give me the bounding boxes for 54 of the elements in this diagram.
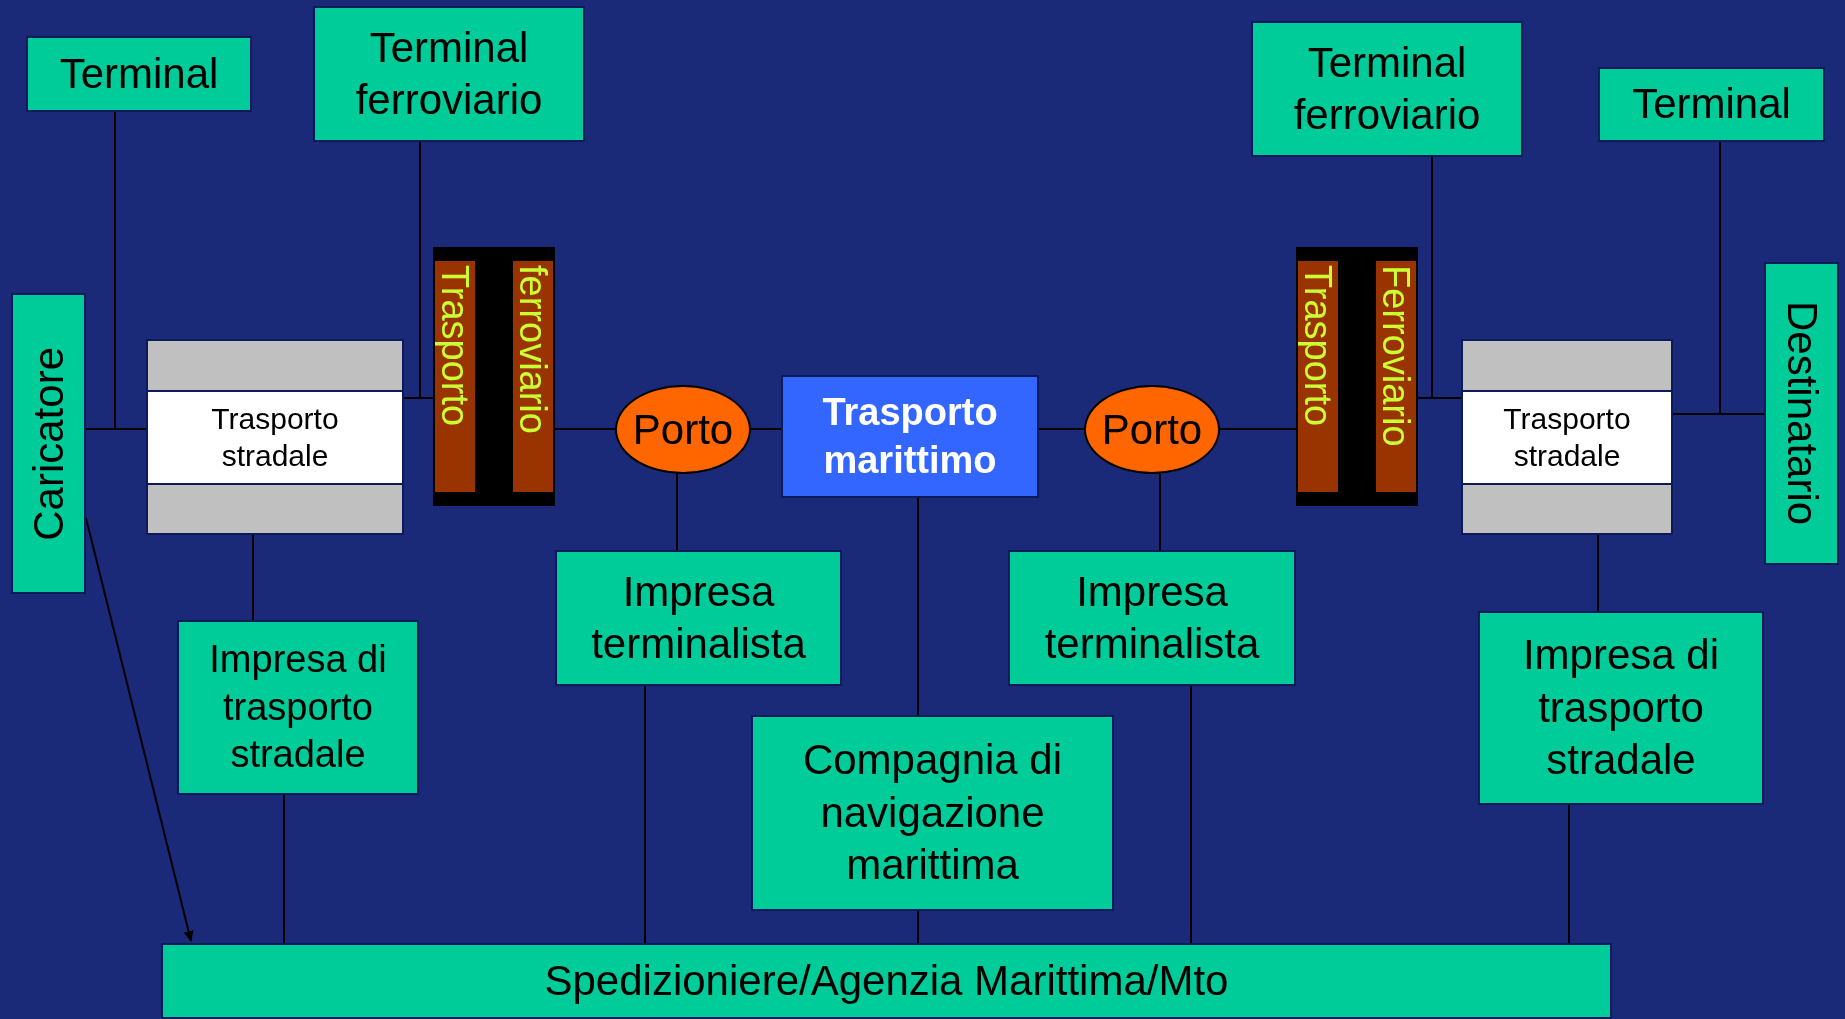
box-label: Destinatario xyxy=(1780,301,1823,526)
box-label: Terminal ferroviario xyxy=(1292,37,1482,140)
role-box xyxy=(751,715,1114,911)
role-box xyxy=(1598,67,1825,142)
sea-transport-box xyxy=(781,375,1039,498)
box-label: Impresa terminalista xyxy=(1043,566,1261,669)
box-label: Terminal ferroviario xyxy=(354,22,544,125)
connector-line xyxy=(1038,428,1085,430)
connector-line xyxy=(403,397,434,399)
rail-label: ferroviario xyxy=(514,265,552,436)
box-label: Spedizioniere/Agenzia Marittima/Mto xyxy=(544,955,1229,1006)
road-transport-box xyxy=(146,339,404,535)
role-box xyxy=(555,550,842,686)
connector-line xyxy=(917,497,919,716)
connector-line xyxy=(676,473,678,551)
box-label: Compagnia di navigazione marittima xyxy=(801,735,1064,891)
connector-line xyxy=(252,534,254,621)
role-box xyxy=(1764,262,1839,565)
rail-transport-symbol xyxy=(1296,247,1418,506)
role-box xyxy=(11,293,86,594)
role-box xyxy=(26,36,252,112)
role-box xyxy=(177,620,419,795)
box-label: Impresa terminalista xyxy=(590,566,807,669)
connector-line xyxy=(1597,534,1599,612)
box-label: Impresa di trasporto stradale xyxy=(1521,630,1721,786)
connector-line xyxy=(1219,428,1297,430)
ellipse-label: Porto xyxy=(1101,405,1203,455)
box-label: Trasporto stradale xyxy=(1502,400,1632,474)
box-label: Impresa di trasporto stradale xyxy=(208,637,388,778)
box-label: Trasporto marittimo xyxy=(821,390,999,483)
rail-label: Ferroviario xyxy=(1377,265,1415,449)
role-box xyxy=(1478,611,1764,805)
connector-line xyxy=(283,794,285,944)
connector-line xyxy=(1719,141,1765,415)
role-box xyxy=(161,943,1612,1019)
role-box xyxy=(1008,550,1296,686)
connector-line xyxy=(85,428,147,430)
connector-line xyxy=(1190,685,1192,944)
ellipse-label: Porto xyxy=(632,405,734,455)
role-box xyxy=(313,6,585,142)
rail-transport-symbol xyxy=(433,247,555,506)
connector-line xyxy=(554,428,616,430)
road-transport-box xyxy=(1461,339,1673,535)
connector-line xyxy=(750,428,782,430)
role-box xyxy=(1251,21,1523,157)
connector-line xyxy=(1159,473,1161,551)
box-label: Caricatore xyxy=(27,346,70,541)
box-label: Terminal xyxy=(1632,79,1791,130)
connector-line xyxy=(1568,804,1570,944)
connector-line xyxy=(917,910,919,944)
connector-line xyxy=(644,685,646,944)
connector-line xyxy=(1431,156,1462,399)
box-label: Terminal xyxy=(59,48,219,99)
box-label: Trasporto stradale xyxy=(210,400,340,474)
